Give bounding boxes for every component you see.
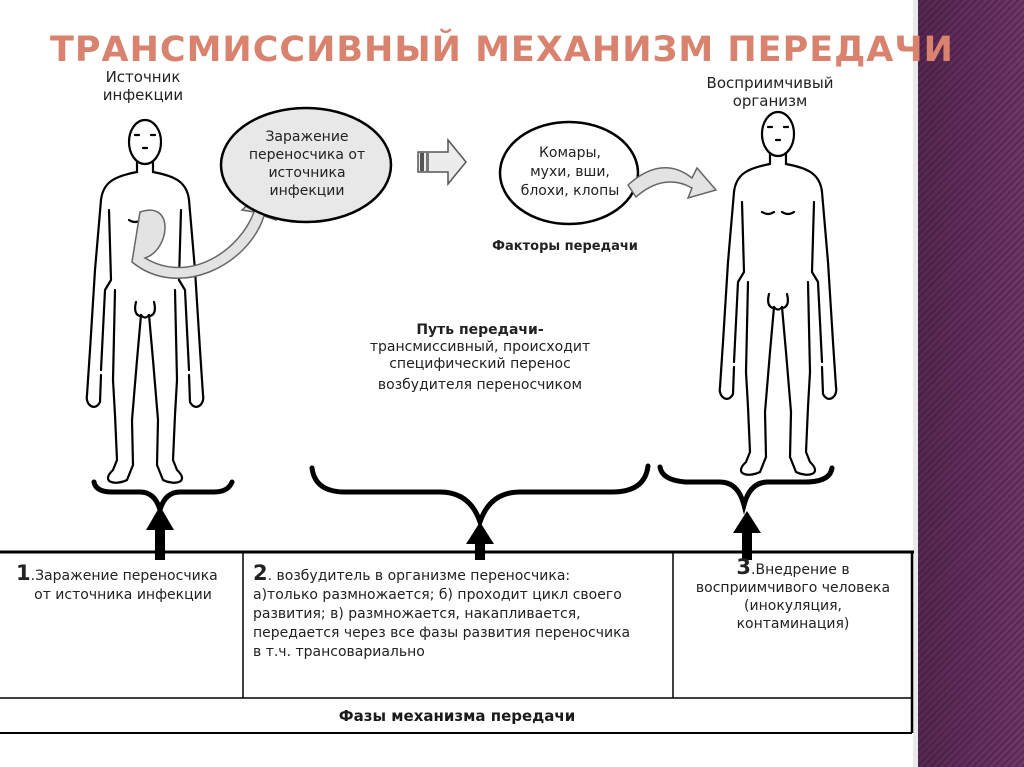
bubble-right-line2: мухи, вши, [530,164,610,180]
source-label-line1: Источник [105,68,181,86]
phase-1-number: 1 [16,561,31,585]
bubble-left [219,106,393,224]
phase-2-cell: 2. возбудитель в организме переносчика: … [253,561,668,662]
brace-right [657,464,835,515]
route-heading: Путь передачи- [416,322,544,338]
bubble-right-line1: Комары, [538,145,602,161]
phase-3-line1: .Внедрение в [751,562,850,578]
source-label-line2: инфекции [102,86,184,104]
route-line1: трансмиссивный, происходит [369,339,591,355]
phase-3-line4: контаминация) [736,616,850,632]
phase-2-line2: а)только размножается; б) проходит цикл … [253,587,622,603]
source-label: Источник инфекции [88,68,198,104]
up-arrow-middle [466,522,494,560]
curved-arrow-right [627,166,718,200]
phase-3-cell: 3.Внедрение в восприимчивого человека (и… [678,555,908,633]
phase-1-line1: .Заражение переносчика [30,568,218,584]
bubble-left-line3: источника [268,165,346,181]
bubble-left-line4: инфекции [269,183,345,199]
up-arrow-right [733,511,761,560]
phase-3-line3: (инокуляция, [744,598,842,614]
phase-1-cell: 1.Заражение переносчика от источника инф… [16,561,238,605]
bubble-left-line2: переносчика от [248,147,366,163]
phase-3-line2: восприимчивого человека [695,580,891,596]
recipient-label-line2: организм [732,92,808,110]
diagram-art [0,106,914,734]
bubble-right-line3: блохи, клопы [520,183,620,199]
source-human-figure [85,118,205,484]
factors-label: Факторы передачи [492,239,638,254]
up-arrow-left [146,506,174,560]
phase-2-line3: развития; в) размножается, накапливается… [253,606,581,622]
route-text: Путь передачи- трансмиссивный, происходи… [340,322,620,394]
route-line2: специфический перенос [389,356,571,372]
bubble-left-text: Заражение переносчика от источника инфек… [246,128,368,200]
straight-arrow-middle [417,137,467,187]
brace-left [91,479,235,520]
phase-2-number: 2 [253,561,268,585]
phase-2-line1: . возбудитель в организме переносчика: [267,568,571,584]
route-line3: возбудителя переносчиком [377,377,583,393]
bubble-right [498,120,640,226]
phase-2-line5: в т.ч. трансовариально [253,644,425,660]
bubble-right-text: Комары, мухи, вши, блохи, клопы [510,144,630,201]
decorative-side-panel [918,0,1024,767]
recipient-label-line1: Восприимчивый [706,74,834,92]
slide-title: ТРАНСМИССИВНЫЙ МЕХАНИЗМ ПЕРЕДАЧИ [50,30,954,70]
recipient-human-figure [718,110,838,476]
phase-1-line2: от источника инфекции [34,587,212,603]
recipient-label: Восприимчивый организм [685,74,855,110]
phases-footer-label: Фазы механизма передачи [338,707,576,725]
bubble-left-line1: Заражение [265,129,349,145]
side-edge [913,0,918,767]
phase-3-number: 3 [736,555,752,579]
phase-2-line4: передается через все фазы развития перен… [253,625,631,641]
brace-middle [309,463,651,530]
phases-table [0,550,914,734]
